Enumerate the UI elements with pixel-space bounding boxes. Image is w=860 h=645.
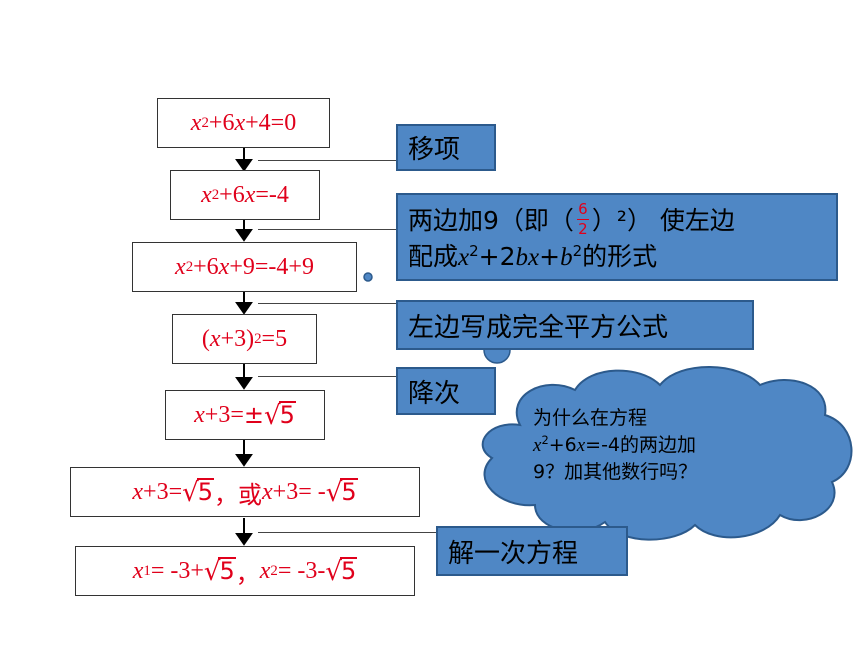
note-perfect-square: 左边写成完全平方公式 <box>396 300 754 350</box>
connector-line-4 <box>258 376 396 377</box>
note-solve-linear: 解一次方程 <box>436 526 628 576</box>
connector-line-2 <box>258 229 396 230</box>
connector-line-5 <box>258 532 436 533</box>
cloud-question: 为什么在方程 x2+6x=-4的两边加 9？加其他数行吗？ <box>533 405 803 486</box>
arrow-icon-3 <box>235 292 253 315</box>
sqrt-5: √5 <box>203 556 236 587</box>
note-move-term: 移项 <box>396 124 496 171</box>
note-add-nine-line2: 配成x2+2bx+b2的形式 <box>408 242 658 271</box>
arrow-icon-1 <box>235 147 253 172</box>
equation-step-4: (x+3)2=5 <box>172 314 317 364</box>
sqrt-5: √5 <box>182 477 214 508</box>
cloud-line-2: x2+6x=-4的两边加 <box>533 433 697 456</box>
note-reduce-degree: 降次 <box>396 367 496 415</box>
connector-line-3 <box>258 303 396 304</box>
arrow-icon-5 <box>235 440 253 467</box>
thought-cloud <box>481 366 853 541</box>
cloud-line-1: 为什么在方程 <box>533 407 648 429</box>
arrow-icon-4 <box>235 364 253 390</box>
bubble-small <box>363 272 373 282</box>
equation-step-5: x+3=± √5 <box>165 390 325 440</box>
arrow-icon-2 <box>235 219 253 242</box>
cloud-line-3: 9？加其他数行吗？ <box>533 461 698 483</box>
sqrt-5: √5 <box>325 556 358 587</box>
connector-line-1 <box>258 160 396 161</box>
arrow-icon-6 <box>235 518 253 546</box>
sqrt-5: √5 <box>264 400 296 431</box>
sqrt-5: √5 <box>325 477 358 508</box>
